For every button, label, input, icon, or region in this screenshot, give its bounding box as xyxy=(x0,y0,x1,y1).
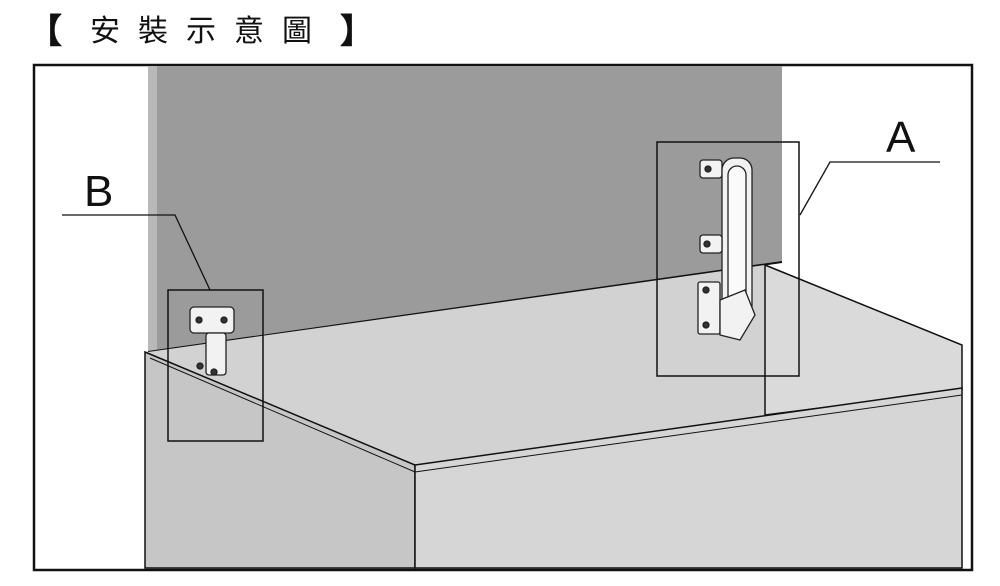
diagram-title: 【 安裝示意圖 】 xyxy=(28,6,374,52)
label-a: A xyxy=(886,113,916,162)
title-close-bracket: 】 xyxy=(340,11,374,52)
title-text: 安裝示意圖 xyxy=(90,14,330,49)
leader-line-a xyxy=(799,161,940,216)
hinge-a-icon xyxy=(697,157,756,341)
lid-bottom-edge xyxy=(147,261,783,353)
lid-panel xyxy=(148,66,782,352)
callout-box-b xyxy=(167,289,264,442)
lid-edge xyxy=(148,66,157,352)
box-top-edge xyxy=(149,357,963,473)
leader-line-b xyxy=(62,214,211,291)
callout-box-a xyxy=(656,141,800,377)
box-front-right xyxy=(414,387,963,569)
title-open-bracket: 【 xyxy=(28,11,62,52)
hinge-b-icon xyxy=(189,306,235,376)
label-b: B xyxy=(84,167,113,216)
